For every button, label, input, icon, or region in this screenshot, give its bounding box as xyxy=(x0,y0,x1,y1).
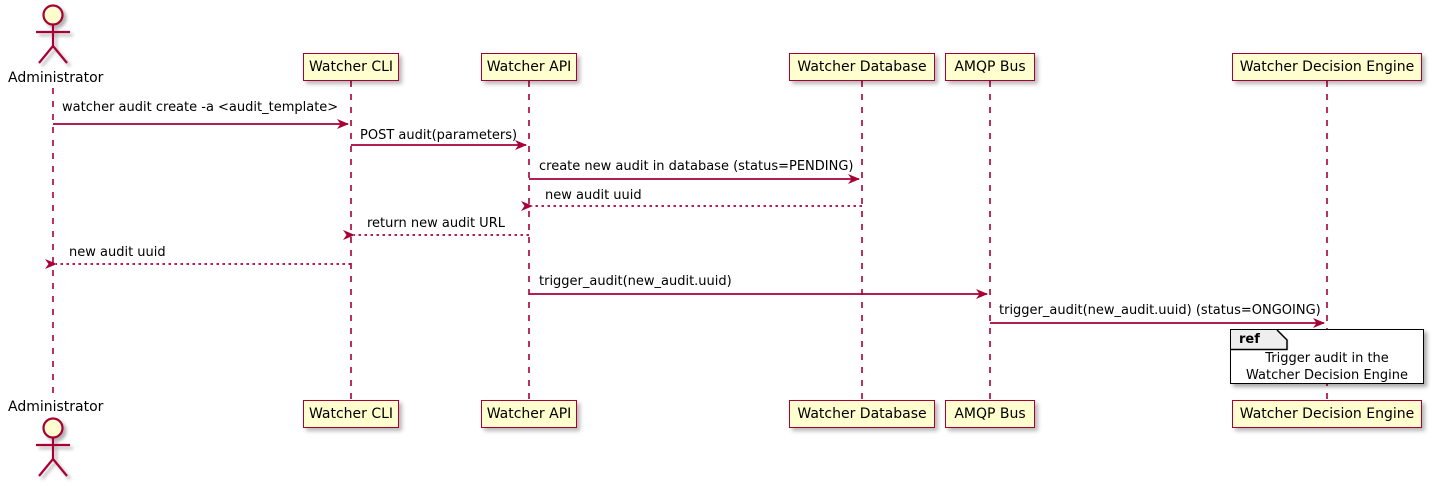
ref-fragment-body: Trigger audit in the Watcher Decision En… xyxy=(1231,350,1423,384)
participant-label: Watcher Decision Engine xyxy=(1239,406,1415,422)
ref-fragment: ref Trigger audit in the Watcher Decisio… xyxy=(1230,329,1424,384)
message-label-7: trigger_audit(new_audit.uuid) xyxy=(539,274,732,289)
message-label-8: trigger_audit(new_audit.uuid) (status=ON… xyxy=(999,303,1321,318)
message-label-3: create new audit in database (status=PEN… xyxy=(539,159,854,174)
participant-box-watcher-decision-engine-top[interactable]: Watcher Decision Engine xyxy=(1232,53,1422,81)
message-label-1: watcher audit create -a <audit_template> xyxy=(62,100,339,115)
participant-label: Watcher Database xyxy=(797,59,927,75)
participant-box-watcher-cli-bottom[interactable]: Watcher CLI xyxy=(303,400,399,428)
participant-label: Watcher Database xyxy=(797,406,927,422)
message-label-6: new audit uuid xyxy=(69,245,166,260)
actor-glyph-administrator-bottom xyxy=(36,417,70,477)
participant-box-watcher-api-top[interactable]: Watcher API xyxy=(481,53,577,81)
participant-box-amqp-bus-bottom[interactable]: AMQP Bus xyxy=(945,400,1035,428)
actor-label-administrator-top: Administrator xyxy=(8,70,104,86)
ref-tab-outline xyxy=(1231,330,1288,351)
ref-fragment-line-2: Watcher Decision Engine xyxy=(1246,368,1408,383)
participant-box-watcher-api-bottom[interactable]: Watcher API xyxy=(481,400,577,428)
ref-fragment-tab-label: ref xyxy=(1239,332,1260,347)
participant-label: Watcher CLI xyxy=(308,406,394,422)
participant-label: Watcher API xyxy=(486,406,572,422)
lifelines xyxy=(52,81,1328,399)
participant-label: Watcher API xyxy=(486,59,572,75)
participant-box-amqp-bus-top[interactable]: AMQP Bus xyxy=(945,53,1035,81)
actor-glyph-administrator-top xyxy=(36,4,70,64)
message-label-5: return new audit URL xyxy=(367,216,505,231)
participant-box-watcher-decision-engine-bottom[interactable]: Watcher Decision Engine xyxy=(1232,400,1422,428)
message-arrows xyxy=(45,119,1325,328)
participant-box-watcher-database-top[interactable]: Watcher Database xyxy=(789,53,935,81)
ref-fragment-line-1: Trigger audit in the xyxy=(1265,351,1389,366)
actor-label-administrator-bottom: Administrator xyxy=(8,399,104,415)
participant-box-watcher-database-bottom[interactable]: Watcher Database xyxy=(789,400,935,428)
participant-box-watcher-cli-top[interactable]: Watcher CLI xyxy=(303,53,399,81)
message-label-4: new audit uuid xyxy=(545,188,642,203)
message-label-2: POST audit(parameters) xyxy=(360,128,518,143)
participant-label: AMQP Bus xyxy=(954,59,1026,75)
participant-label: AMQP Bus xyxy=(954,406,1026,422)
participant-label: Watcher Decision Engine xyxy=(1239,59,1415,75)
ref-fragment-tab xyxy=(1231,330,1289,349)
participant-label: Watcher CLI xyxy=(308,59,394,75)
